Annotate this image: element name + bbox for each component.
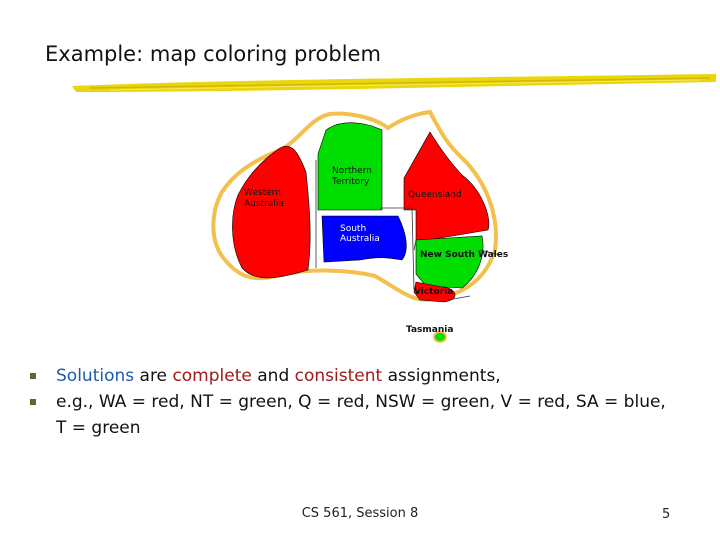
region-queensland [403, 131, 490, 243]
bullet-item: Solutions are complete and consistent as… [30, 363, 670, 389]
region-victoria [413, 281, 456, 303]
bullet-item: e.g., WA = red, NT = green, Q = red, NSW… [30, 389, 670, 441]
bullet-marker [30, 373, 36, 379]
australia-map: Western Australia Northern Territory Que… [211, 109, 508, 343]
bullet-marker [30, 399, 36, 405]
term-solutions: Solutions [56, 366, 135, 386]
label-northern-territory-2: Territory [331, 177, 370, 187]
bullet-text-part: and [251, 366, 295, 386]
bullet-text-part: are [134, 366, 173, 386]
label-victoria: Victoria [414, 287, 453, 297]
region-tasmania [433, 331, 447, 343]
page-number: 5 [662, 507, 671, 522]
slide-title: Example: map coloring problem [45, 42, 381, 66]
region-south-australia [321, 215, 407, 263]
bullet-text: Solutions are complete and consistent as… [56, 363, 670, 389]
footer-session: CS 561, Session 8 [301, 506, 419, 521]
region-northern-territory [317, 122, 383, 211]
label-western-australia-2: Australia [244, 199, 284, 209]
label-new-south-wales: New South Wales [420, 250, 508, 260]
label-northern-territory-1: Northern [332, 166, 372, 176]
bullet-text-part: assignments, [382, 366, 501, 386]
label-queensland: Queensland [408, 190, 462, 200]
bullet-text: e.g., WA = red, NT = green, Q = red, NSW… [56, 392, 666, 438]
term-consistent: consistent [294, 366, 383, 386]
label-tasmania: Tasmania [406, 325, 453, 335]
bullet-list: Solutions are complete and consistent as… [30, 363, 670, 441]
label-south-australia-1: South [340, 224, 366, 234]
title-underline-decoration [72, 74, 716, 92]
term-complete: complete [172, 366, 252, 386]
region-new-south-wales [415, 235, 484, 289]
region-western-australia [232, 146, 311, 279]
label-western-australia-1: Western [244, 188, 281, 198]
label-south-australia-2: Australia [340, 234, 380, 244]
